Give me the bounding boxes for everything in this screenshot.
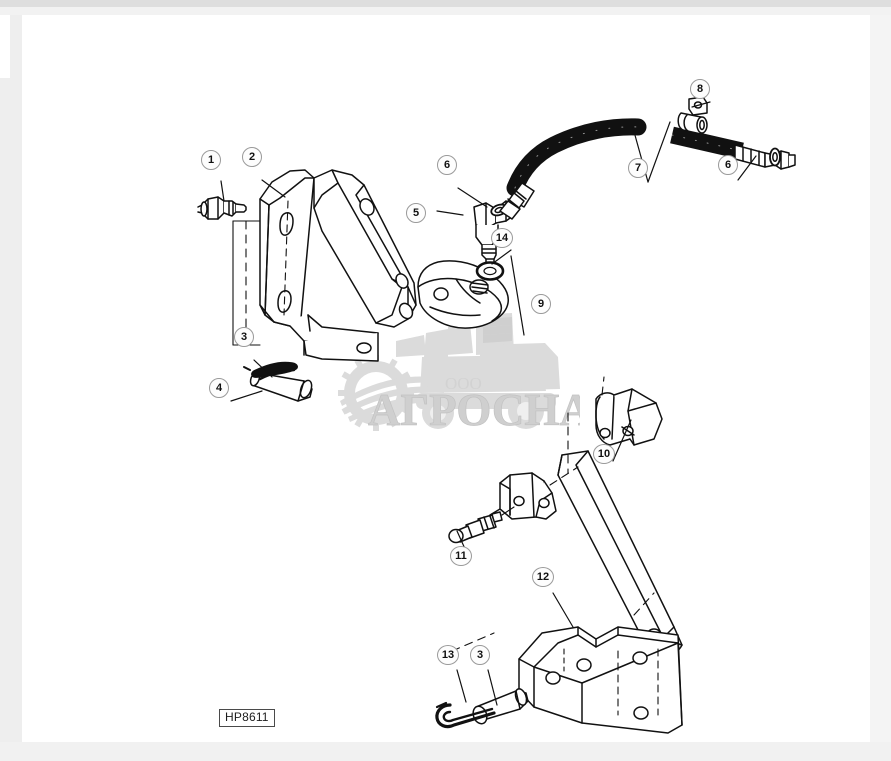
callout-11[interactable]: 11	[450, 546, 472, 566]
callout-13-label: 13	[441, 648, 455, 661]
left-white-block	[0, 15, 10, 78]
callout-9[interactable]: 9	[531, 294, 551, 314]
part-pivot-link	[595, 388, 663, 446]
callout-5[interactable]: 5	[406, 203, 426, 223]
callout-3a-label: 3	[240, 330, 248, 343]
right-gutter	[870, 15, 891, 761]
part-cotter-pin-bottom	[435, 701, 496, 729]
part-oring-14	[475, 261, 505, 281]
window-top-bar	[0, 0, 891, 7]
callout-8[interactable]: 8	[690, 79, 710, 99]
part-hose-clamp	[677, 96, 708, 135]
callout-7[interactable]: 7	[628, 158, 648, 178]
callout-3b-label: 3	[476, 648, 484, 661]
callout-2-label: 2	[248, 150, 256, 163]
part-cotter-pin-left	[243, 361, 298, 381]
part-bolt-grease-fitting	[448, 506, 515, 544]
callout-10-label: 10	[597, 447, 611, 460]
callout-11-label: 11	[455, 549, 467, 562]
callout-6b[interactable]: 6	[718, 155, 738, 175]
left-gutter	[0, 78, 22, 761]
callout-4-label: 4	[215, 381, 223, 394]
callout-10[interactable]: 10	[593, 444, 615, 464]
callout-2[interactable]: 2	[242, 147, 262, 167]
callout-3b[interactable]: 3	[470, 645, 490, 665]
part-support-bracket	[518, 626, 683, 734]
part-clevis-pin-bottom	[472, 688, 529, 725]
callout-14[interactable]: 14	[491, 228, 513, 248]
callout-6b-label: 6	[724, 158, 732, 171]
callout-6a-label: 6	[443, 158, 451, 171]
callout-9-label: 9	[537, 297, 545, 310]
callout-12[interactable]: 12	[532, 567, 554, 587]
callout-1[interactable]: 1	[201, 150, 221, 170]
part-oring-washer-right	[769, 147, 781, 167]
part-mounting-bracket	[259, 169, 417, 362]
callout-12-label: 12	[536, 570, 550, 583]
callout-14-label: 14	[495, 231, 509, 244]
diagram-code-label: HP8611	[219, 709, 275, 727]
bottom-gutter	[0, 742, 891, 761]
callout-7-label: 7	[634, 161, 642, 174]
alignment-lines	[451, 376, 655, 652]
callout-4[interactable]: 4	[209, 378, 229, 398]
callout-3a[interactable]: 3	[234, 327, 254, 347]
part-upper-clamp-bracket	[489, 472, 557, 520]
callout-8-label: 8	[696, 82, 704, 95]
callout-leader-lines	[220, 101, 757, 706]
part-hydraulic-hose	[499, 118, 796, 220]
part-fitting-nut	[197, 196, 247, 220]
window-top-bar-light	[0, 7, 891, 15]
callout-5-label: 5	[412, 206, 420, 219]
part-long-arm	[557, 450, 683, 658]
left-strip	[10, 15, 22, 78]
parts-line-art	[22, 15, 870, 742]
callout-1-label: 1	[207, 153, 215, 166]
callout-6a[interactable]: 6	[437, 155, 457, 175]
callout-13[interactable]: 13	[437, 645, 459, 665]
